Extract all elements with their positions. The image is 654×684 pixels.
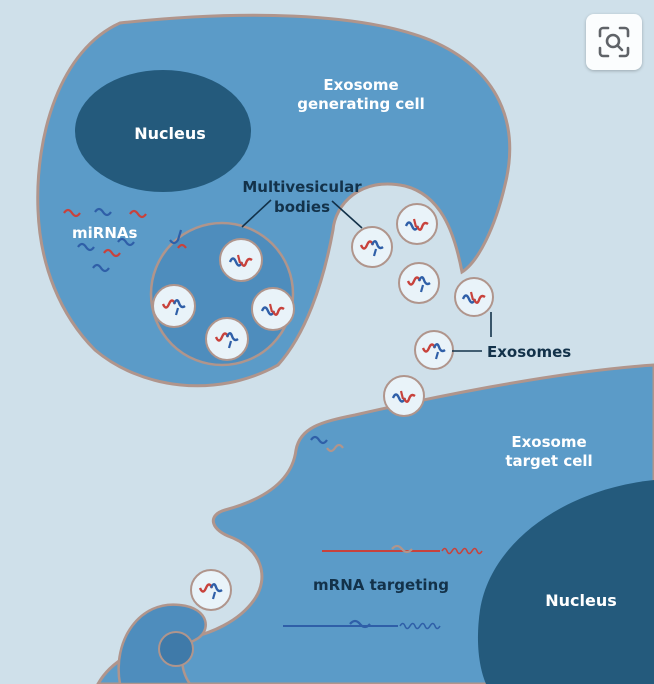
label-target-cell-line1: Exosome [511,433,586,451]
intraluminal-vesicles [152,238,295,361]
label-mirnas: miRNAs [72,224,137,242]
label-generating-cell-line1: Exosome [323,76,398,94]
endosome-vesicle [158,631,194,667]
label-generating-cell-line2: generating cell [297,95,425,113]
mrna-strand-red [322,544,483,555]
label-multivesicular-line1: Multivesicular [242,178,362,196]
label-exosomes: Exosomes [487,343,571,361]
label-nucleus-top: Nucleus [134,124,206,143]
image-search-icon [598,26,630,58]
budding-exosomes [351,203,440,304]
label-mrna-targeting: mRNA targeting [313,576,449,594]
nucleus-bottom [477,480,654,684]
incoming-exosome [190,569,232,611]
free-mirnas [63,207,187,273]
label-multivesicular-line2: bodies [274,198,330,216]
released-mirna [310,435,344,453]
image-search-button[interactable] [586,14,642,70]
label-nucleus-bottom: Nucleus [545,591,617,610]
label-target-cell-line2: target cell [505,452,592,470]
nucleus-top [75,70,251,192]
leader-lines [241,199,492,352]
mrna-strand-blue [283,619,441,630]
released-exosomes [383,277,494,417]
